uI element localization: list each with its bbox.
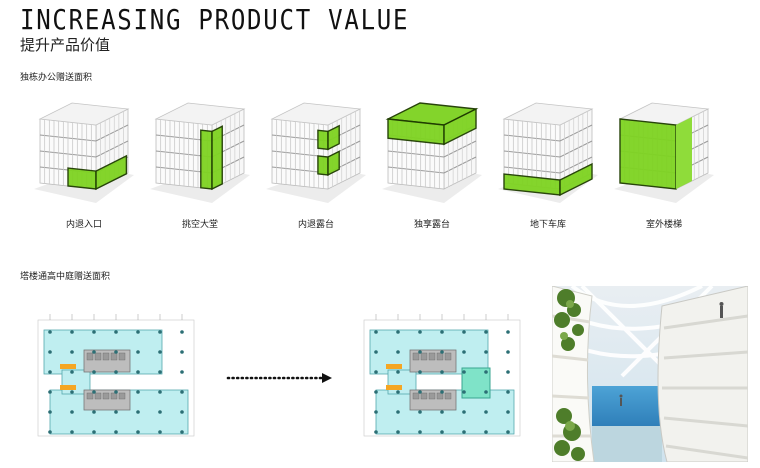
building-label: 内退入口 [65,220,102,230]
building-svg-2 [150,102,250,203]
building-label: 挑空大堂 [181,220,218,230]
building-diagram [266,95,366,207]
building-label: 室外楼梯 [645,220,682,230]
atrium-render-svg [552,286,748,462]
building-diagram [382,95,482,207]
building-diagram [34,95,134,207]
building-diagram [614,95,714,207]
building-svg-5 [498,102,598,203]
building-label: 内退露台 [297,220,334,230]
building-label: 独享露台 [413,220,450,230]
dotted-arrow [226,373,332,383]
building-label: 地下车库 [529,220,566,230]
building-svg-1 [34,102,134,203]
building-diagram [498,95,598,207]
building-diagram [150,95,250,207]
building-svg-3 [266,102,366,203]
section-label-tower-atrium: 塔楼通高中庭赠送面积 [20,272,111,282]
section-label-standalone-office: 独栋办公赠送面积 [20,73,93,83]
page-subtitle: 提升产品价值 [20,36,111,54]
atrium-render-image [552,286,748,462]
floor-plan-before [37,314,195,437]
building-svg-6 [614,102,714,203]
building-svg-4 [382,102,482,203]
page-title: INCREASING PRODUCT VALUE [20,3,410,36]
floor-plan-after [363,314,521,437]
